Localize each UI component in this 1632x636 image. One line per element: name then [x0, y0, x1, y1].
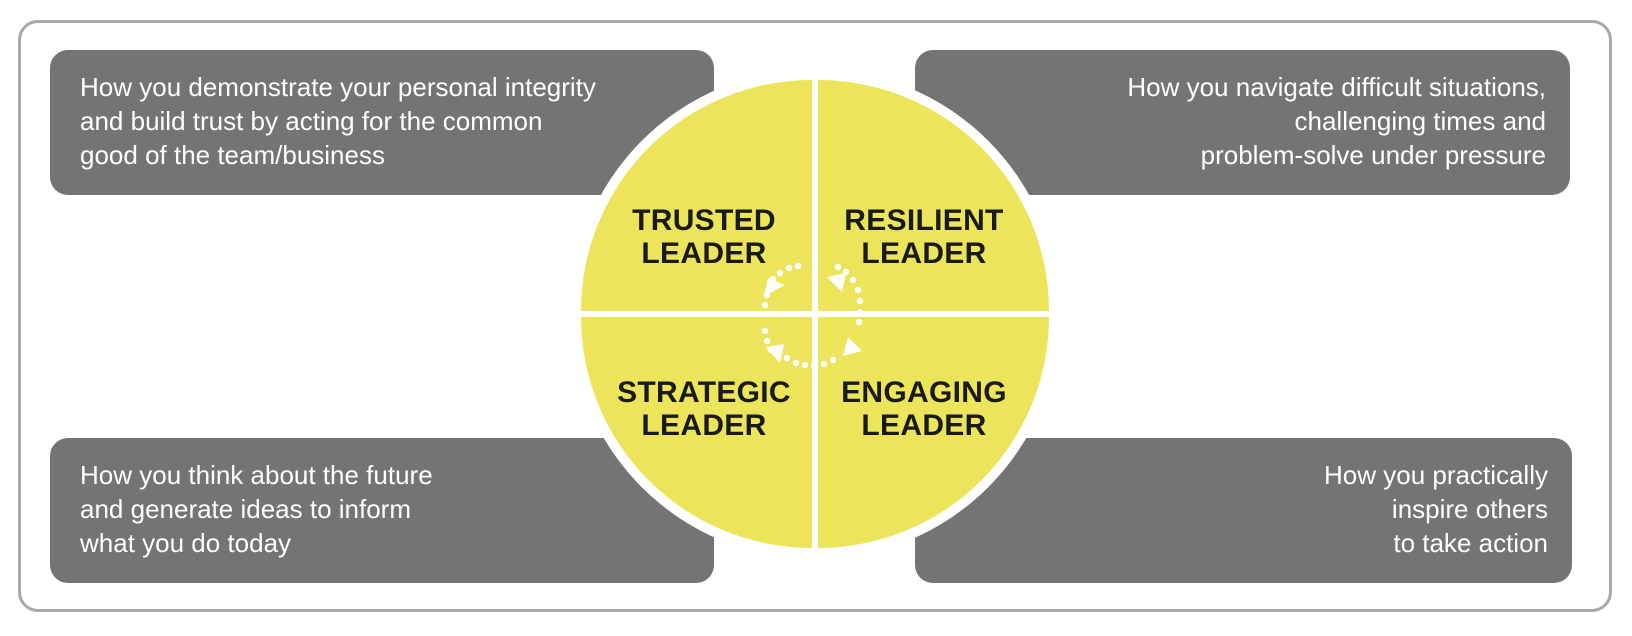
- trusted-leader-label: TRUSTED LEADER: [594, 204, 814, 270]
- resilient-description-line: challenging times and: [1294, 106, 1547, 136]
- quadrant-engaging: [818, 317, 1049, 548]
- trusted-label-line: LEADER: [641, 237, 767, 270]
- quadrant-resilient: [818, 80, 1049, 311]
- engaging-description-line: inspire others: [1391, 494, 1548, 524]
- engaging-label-line: LEADER: [861, 409, 987, 442]
- trusted-label-line: TRUSTED: [632, 204, 776, 237]
- wheel-outer-ring: [570, 69, 1060, 559]
- trusted-description-box: How you demonstrate your personal integr…: [50, 50, 714, 195]
- resilient-leader-label: RESILIENT LEADER: [814, 204, 1034, 270]
- engaging-description-line: to take action: [1393, 528, 1548, 558]
- cycle-arrowhead-bottom-right: [843, 337, 862, 356]
- resilient-label-line: LEADER: [861, 237, 987, 270]
- strategic-label-line: LEADER: [641, 409, 767, 442]
- resilient-label-line: RESILIENT: [844, 204, 1004, 237]
- strategic-description-line: How you think about the future: [80, 460, 433, 490]
- strategic-description-line: what you do today: [80, 528, 292, 558]
- resilient-description-line: How you navigate difficult situations,: [1127, 72, 1546, 102]
- strategic-description-box: How you think about the future and gener…: [50, 438, 714, 583]
- trusted-description-line: good of the team/business: [80, 140, 385, 170]
- strategic-leader-label: STRATEGIC LEADER: [594, 376, 814, 442]
- cycle-arrowhead-bottom-left: [766, 344, 784, 363]
- resilient-description-box: How you navigate difficult situations, c…: [915, 50, 1570, 195]
- strategic-description-line: and generate ideas to inform: [80, 494, 411, 524]
- engaging-leader-label: ENGAGING LEADER: [814, 376, 1034, 442]
- engaging-label-line: ENGAGING: [841, 376, 1007, 409]
- engaging-description-box: How you practically inspire others to ta…: [915, 438, 1572, 583]
- cycle-arrows-icon: [761, 262, 864, 370]
- strategic-label-line: STRATEGIC: [617, 376, 791, 409]
- trusted-description-line: How you demonstrate your personal integr…: [80, 72, 596, 102]
- trusted-description-line: and build trust by acting for the common: [80, 106, 543, 136]
- quadrant-strategic: [581, 317, 812, 548]
- resilient-description-line: problem-solve under pressure: [1200, 140, 1546, 170]
- cycle-arrowhead-top-left: [764, 278, 785, 296]
- engaging-description-line: How you practically: [1324, 460, 1548, 490]
- cycle-arrowhead-top-right: [827, 273, 846, 292]
- quadrant-trusted: [581, 80, 812, 311]
